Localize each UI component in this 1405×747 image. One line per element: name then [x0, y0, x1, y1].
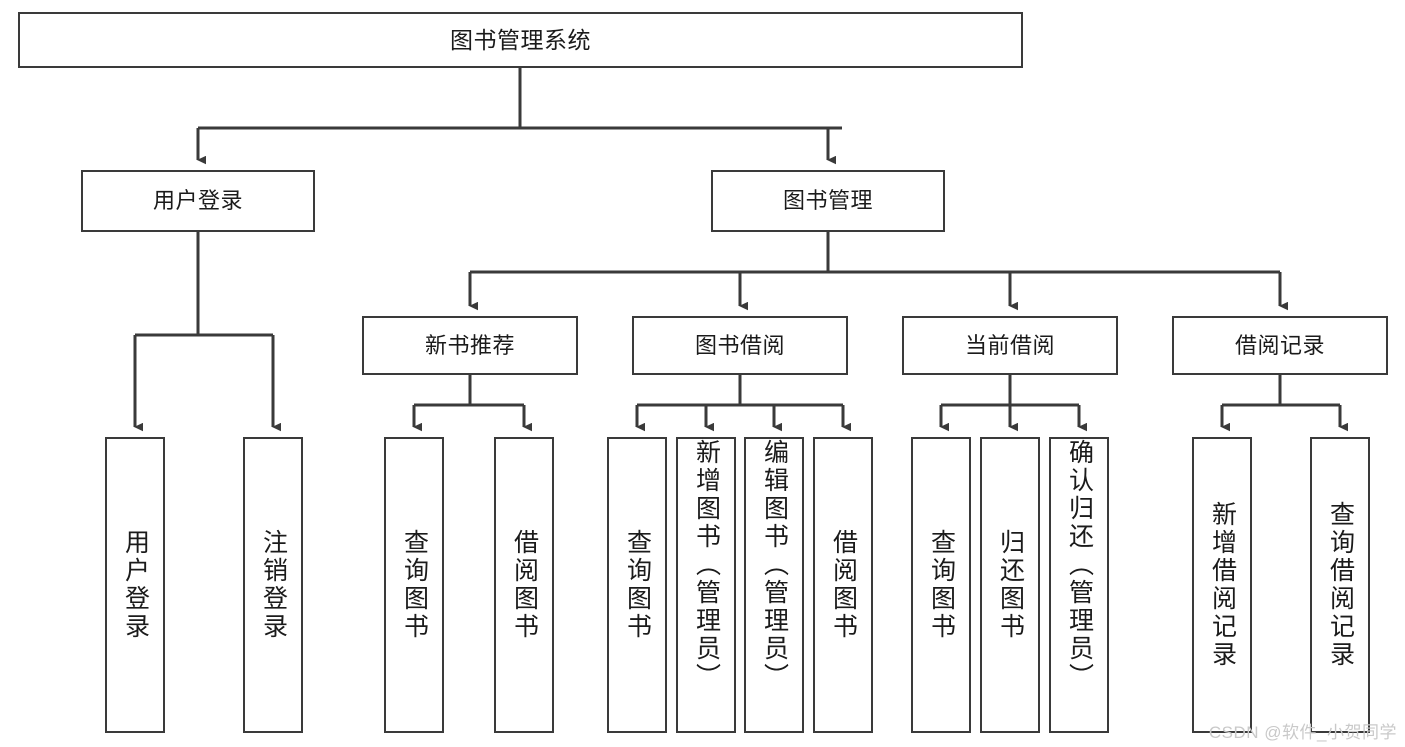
node-current-borrow-label: 当前借阅 [964, 332, 1055, 358]
node-leaf-edit-book[interactable]: 编辑图书（管理员） [744, 437, 804, 733]
node-leaf-user-login-label: 用户登录 [121, 529, 150, 641]
node-book-borrow[interactable]: 图书借阅 [632, 316, 848, 375]
node-leaf-borrow-book-label: 借阅图书 [829, 529, 858, 641]
node-leaf-rec-query[interactable]: 查询图书 [384, 437, 444, 733]
node-root-label: 图书管理系统 [450, 26, 591, 53]
node-leaf-borrow-query[interactable]: 查询图书 [607, 437, 667, 733]
node-leaf-borrow-query-label: 查询图书 [623, 529, 652, 641]
node-user-login[interactable]: 用户登录 [81, 170, 315, 232]
node-leaf-user-logout[interactable]: 注销登录 [243, 437, 303, 733]
node-user-login-label: 用户登录 [152, 188, 243, 214]
node-leaf-edit-book-label: 编辑图书（管理员） [760, 439, 789, 691]
node-leaf-add-book-label: 新增图书（管理员） [692, 439, 721, 691]
csdn-watermark: CSDN @软件_小贺同学 [1208, 723, 1397, 742]
node-book-manage-label: 图书管理 [782, 188, 873, 214]
node-borrow-record-label: 借阅记录 [1234, 332, 1325, 358]
node-leaf-rec-borrow[interactable]: 借阅图书 [494, 437, 554, 733]
node-leaf-query-record[interactable]: 查询借阅记录 [1310, 437, 1370, 733]
node-new-book-rec-label: 新书推荐 [424, 332, 515, 358]
node-new-book-rec[interactable]: 新书推荐 [362, 316, 578, 375]
node-leaf-query-record-label: 查询借阅记录 [1326, 501, 1355, 669]
node-root[interactable]: 图书管理系统 [18, 12, 1023, 68]
node-leaf-cur-query[interactable]: 查询图书 [911, 437, 971, 733]
node-book-borrow-label: 图书借阅 [694, 332, 785, 358]
node-leaf-borrow-book[interactable]: 借阅图书 [813, 437, 873, 733]
node-borrow-record[interactable]: 借阅记录 [1172, 316, 1388, 375]
node-leaf-return-book[interactable]: 归还图书 [980, 437, 1040, 733]
node-leaf-rec-query-label: 查询图书 [400, 529, 429, 641]
node-leaf-user-logout-label: 注销登录 [259, 529, 288, 641]
node-leaf-confirm-return-label: 确认归还（管理员） [1065, 439, 1094, 691]
node-leaf-add-record-label: 新增借阅记录 [1208, 501, 1237, 669]
node-leaf-user-login[interactable]: 用户登录 [105, 437, 165, 733]
node-leaf-rec-borrow-label: 借阅图书 [510, 529, 539, 641]
node-leaf-confirm-return[interactable]: 确认归还（管理员） [1049, 437, 1109, 733]
node-leaf-return-book-label: 归还图书 [996, 529, 1025, 641]
node-leaf-add-book[interactable]: 新增图书（管理员） [676, 437, 736, 733]
node-leaf-add-record[interactable]: 新增借阅记录 [1192, 437, 1252, 733]
node-current-borrow[interactable]: 当前借阅 [902, 316, 1118, 375]
node-leaf-cur-query-label: 查询图书 [927, 529, 956, 641]
node-book-manage[interactable]: 图书管理 [711, 170, 945, 232]
